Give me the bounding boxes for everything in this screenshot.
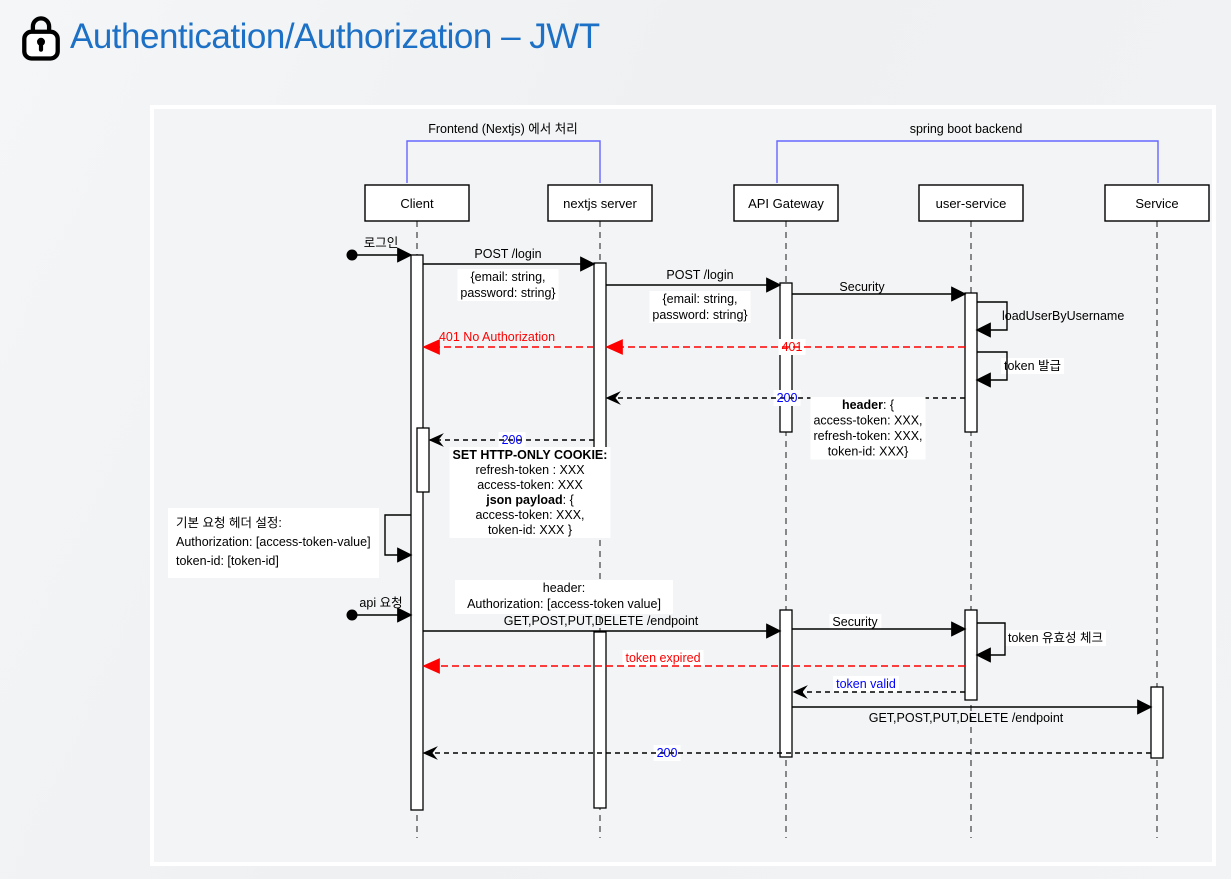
lock-icon-svg	[22, 16, 60, 61]
lock-icon	[20, 12, 62, 62]
page-title: Authentication/Authorization – JWT	[70, 17, 600, 56]
diagram-panel[interactable]	[150, 105, 1216, 866]
page-header: Authentication/Authorization – JWT	[20, 12, 600, 62]
